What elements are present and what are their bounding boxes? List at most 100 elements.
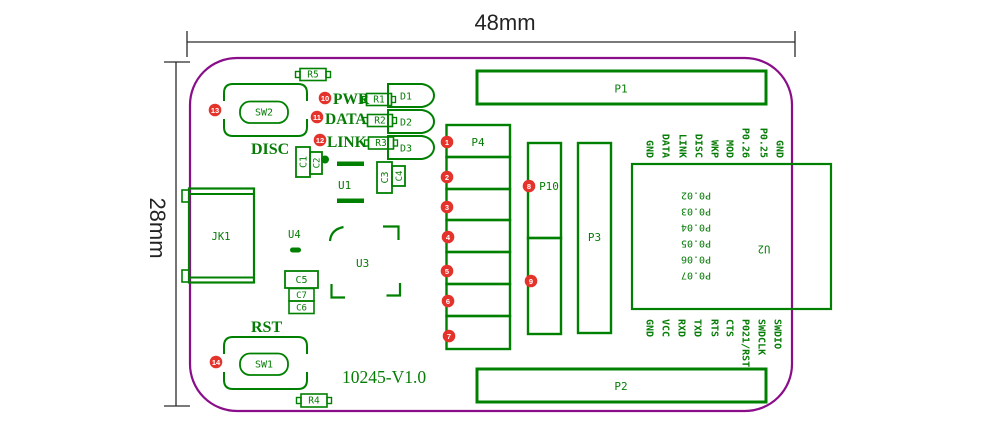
capacitor-c6: C6	[288, 300, 315, 315]
marker-3: 3	[440, 200, 454, 214]
bottom-pin-swdio: SWDIO	[772, 319, 783, 349]
marker-8: 8	[522, 179, 536, 193]
capacitor-c1: C1	[295, 146, 311, 178]
connector-p1: P1	[475, 69, 768, 106]
ic-u4: U4	[288, 229, 301, 253]
connector-jk1-label: JK1	[212, 231, 231, 243]
bottom-pin-vcc: VCC	[660, 319, 671, 337]
u2-pin-p002: P0.02	[681, 190, 711, 201]
bottom-pin-swdclk: SWDCLK	[756, 319, 767, 355]
led-row-link: LINK R3	[327, 134, 399, 151]
capacitor-c2-label: C2	[313, 158, 323, 169]
connector-p4: P4	[445, 123, 512, 351]
width-dimension: 48mm	[186, 10, 796, 57]
ic-u1: U1	[337, 161, 364, 203]
capacitor-c7-label: C7	[296, 291, 307, 301]
capacitor-c2: C2	[309, 151, 323, 175]
rst-label: RST	[251, 319, 282, 336]
top-pin-data: DATA	[660, 134, 671, 158]
diode-d3: D3	[387, 135, 435, 160]
ic-u4-label: U4	[288, 229, 301, 241]
disc-label: DISC	[251, 141, 289, 158]
resistor-r3-label: R3	[375, 138, 386, 149]
marker-8-number: 8	[527, 182, 531, 191]
capacitor-c3: C3	[376, 161, 393, 194]
connector-p2-label: P2	[614, 380, 627, 393]
board-outline	[188, 56, 794, 413]
u2-pin-p004: P0.04	[681, 222, 711, 233]
connector-jk1: JK1	[181, 187, 256, 284]
u2-pin-p006: P0.06	[681, 254, 711, 265]
top-pin-link: LINK	[677, 134, 688, 158]
bottom-pin-p021-rst: P021/RST	[740, 319, 751, 367]
bottom-pin-rts: RTS	[709, 319, 720, 337]
connector-p2-body	[475, 367, 768, 404]
diode-d2-label: D2	[400, 118, 412, 129]
top-pin-wkp: WKP	[709, 140, 720, 158]
pwr-label: PWR	[333, 91, 370, 108]
marker-6: 6	[441, 294, 455, 308]
height-dimension-label: 28mm	[145, 197, 170, 258]
diode-d2: D2	[387, 109, 435, 134]
u2-top-pin-labels: GND DATA LINK DISC WKP MOD P0.26 P0.25 G…	[644, 128, 785, 158]
top-pin-p025: P0.25	[758, 128, 769, 158]
connector-p3: P3	[576, 141, 613, 335]
top-pin-gnd-2: GND	[774, 140, 785, 158]
marker-2-number: 2	[445, 173, 449, 182]
module-u2: P0.02 P0.03 P0.04 P0.05 P0.06 P0.07 U2	[630, 162, 833, 311]
capacitor-c5: C5	[284, 270, 319, 289]
capacitor-c6-label: C6	[296, 304, 307, 314]
u2-bottom-pin-labels: GND VCC RXD TXD RTS CTS P021/RST SWDCLK …	[644, 319, 783, 367]
marker-3-number: 3	[445, 203, 449, 212]
resistor-r5: R5	[294, 67, 332, 82]
connector-p4-label: P4	[471, 136, 485, 149]
marker-14-number: 14	[212, 358, 221, 367]
marker-2: 2	[440, 170, 454, 184]
marker-9: 9	[524, 274, 538, 288]
marker-11: 11	[310, 110, 324, 124]
capacitor-c4: C4	[391, 165, 406, 187]
marker-1: 1	[440, 135, 454, 149]
marker-11-number: 11	[313, 113, 321, 122]
resistor-r1-label: R1	[373, 95, 385, 106]
bottom-pin-gnd: GND	[644, 319, 655, 337]
bottom-pin-cts: CTS	[724, 319, 735, 337]
resistor-r4: R4	[295, 393, 333, 408]
capacitor-c4-label: C4	[395, 171, 405, 182]
led-row-pwr: PWR R1	[333, 91, 397, 108]
switch-sw1-button	[239, 352, 289, 376]
diode-d3-label: D3	[400, 144, 412, 155]
board-version-label: 10245-V1.0	[342, 367, 426, 387]
ic-u3-label: U3	[356, 257, 369, 270]
connector-p1-label: P1	[614, 83, 627, 96]
ic-u3: U3	[328, 225, 402, 299]
switch-sw2: SW2 DISC	[223, 83, 308, 158]
marker-13-number: 13	[211, 106, 219, 115]
switch-sw2-label: SW2	[255, 108, 273, 119]
marker-10: 10	[318, 91, 332, 105]
width-dimension-label: 48mm	[474, 10, 535, 35]
marker-7-number: 7	[447, 332, 451, 341]
capacitor-c5-label: C5	[295, 275, 307, 286]
capacitor-c7: C7	[288, 287, 315, 302]
data-label: DATA	[325, 111, 367, 128]
top-pin-p026: P0.26	[740, 128, 751, 158]
connector-p10: P10	[526, 141, 563, 336]
switch-sw1-label: SW1	[255, 360, 273, 371]
capacitor-c1-label: C1	[299, 156, 310, 168]
test-point-dot	[321, 155, 329, 164]
top-pin-gnd-1: GND	[644, 140, 655, 158]
marker-14: 14	[209, 355, 223, 369]
marker-1-number: 1	[445, 138, 449, 147]
ic-u1-label: U1	[338, 179, 351, 192]
marker-5-number: 5	[445, 267, 449, 276]
marker-12: 12	[313, 133, 327, 147]
marker-6-number: 6	[446, 297, 450, 306]
link-label: LINK	[327, 134, 367, 151]
top-pin-mod: MOD	[724, 140, 735, 158]
u2-pin-p003: P0.03	[681, 206, 711, 217]
resistor-r4-label: R4	[308, 396, 320, 407]
marker-5: 5	[440, 264, 454, 278]
connector-p10-label: P10	[539, 180, 559, 193]
